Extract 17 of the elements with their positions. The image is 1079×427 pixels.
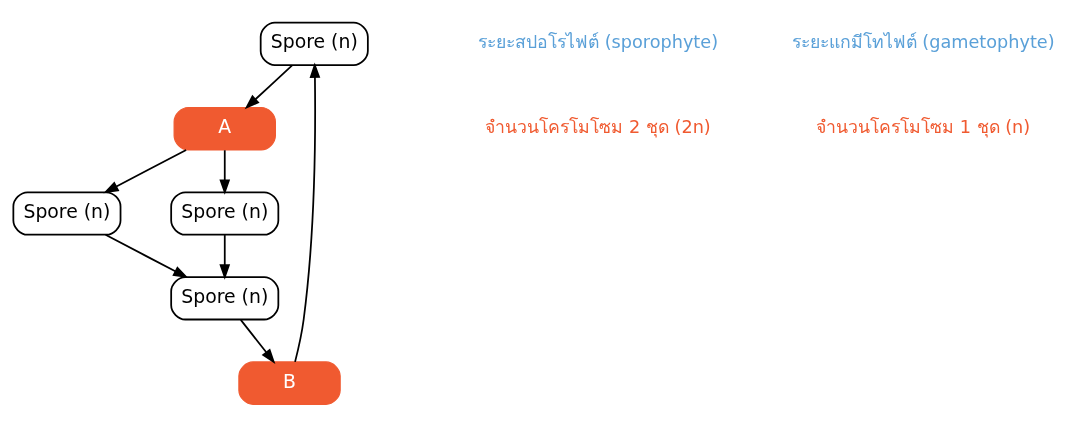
node-box: Spore (n) [170, 191, 280, 236]
node-box: Spore (n) [12, 191, 122, 236]
arrow [219, 149, 231, 195]
arrow [219, 234, 231, 280]
label: จำนวนโครโมโซม 2 ชุด (2n) [485, 116, 711, 137]
label: ระยะแกมีโทไฟต์ (gametophyte) [791, 32, 1055, 53]
node-box: B [238, 361, 341, 405]
arrow [239, 318, 276, 364]
arrow [104, 233, 189, 279]
node-box: A [173, 106, 276, 151]
label: ระยะสปอโรไฟต์ (sporophyte) [478, 32, 719, 53]
node-box: Spore (n) [170, 276, 280, 321]
arrow [294, 62, 321, 363]
node-box: Spore (n) [259, 21, 369, 66]
label: จำนวนโครโมโซม 1 ชุด (n) [816, 116, 1031, 137]
arrow [244, 64, 293, 110]
arrow [103, 149, 188, 194]
